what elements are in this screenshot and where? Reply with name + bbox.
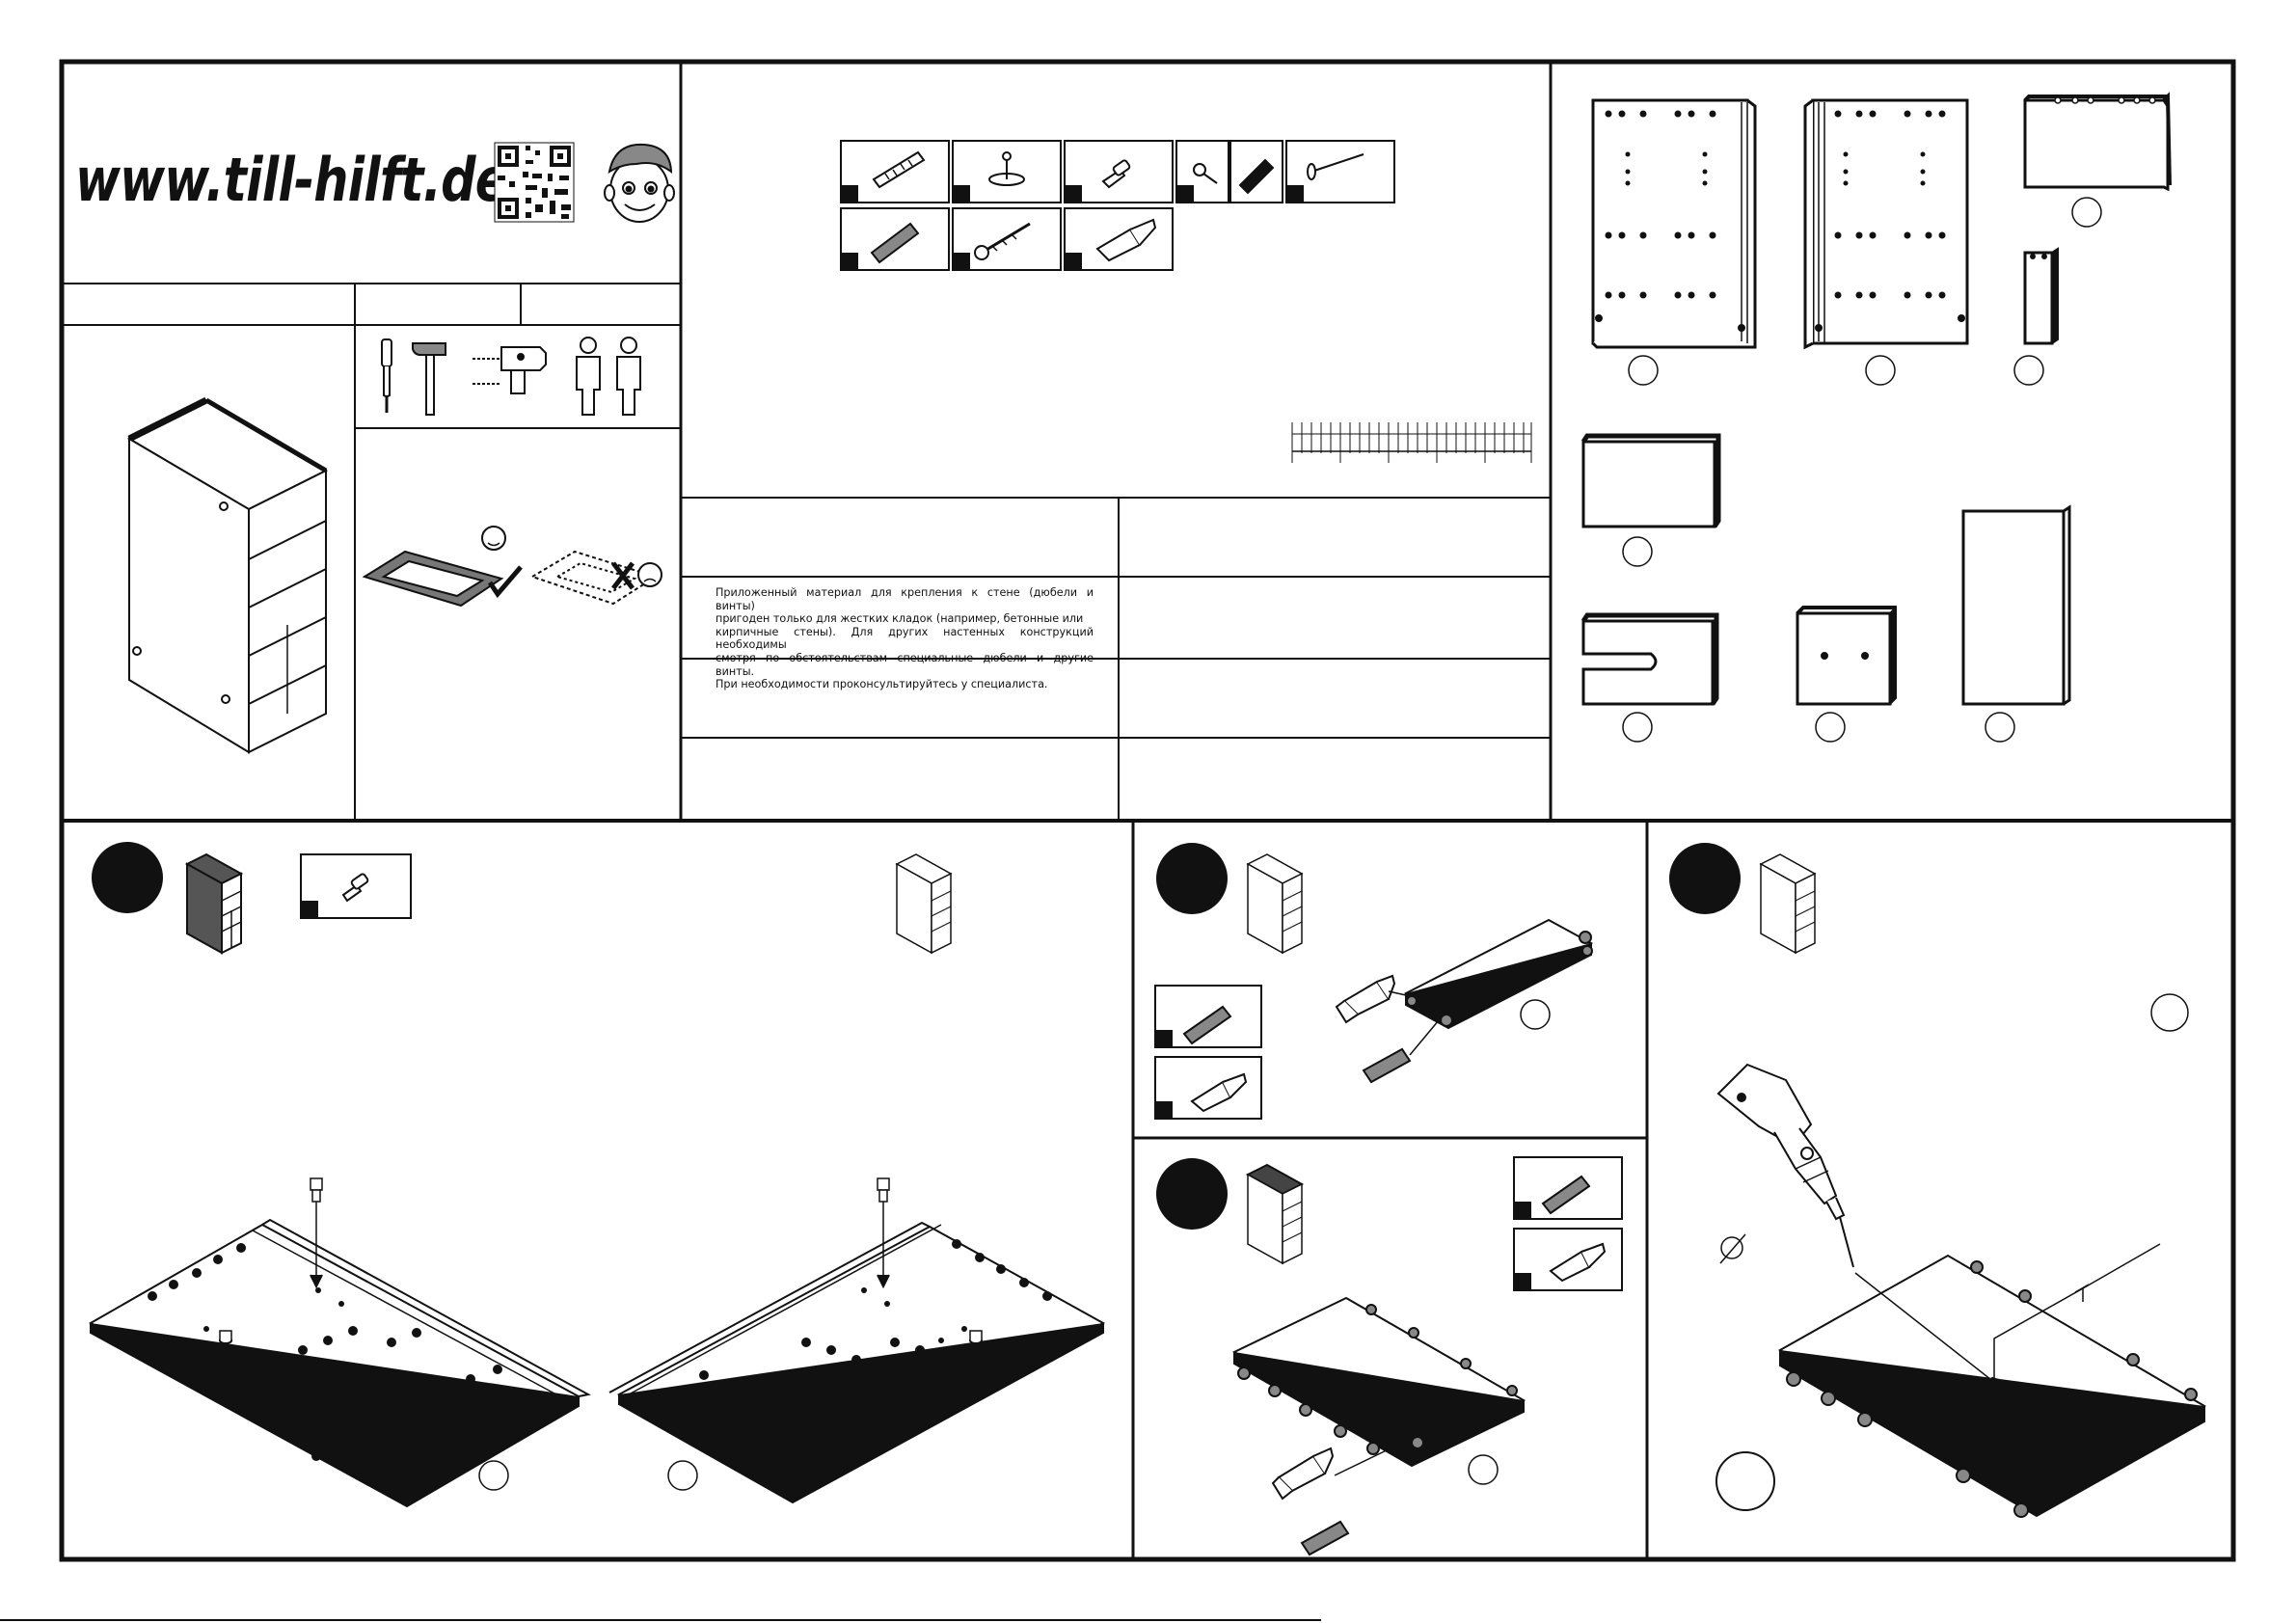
soft-mat-approved-icon [362,526,523,608]
step-marker [92,842,163,913]
cabinet-overview-illustration [126,396,329,754]
screwdriver-icon [381,338,392,413]
drill-icon [473,346,547,394]
step-marker [1156,843,1228,914]
step-3-panel [1156,1156,1623,1556]
step-4-panel [1669,843,2207,1518]
warning-line: пригоден только для жестких кладок (напр… [716,612,1084,626]
warning-line: Приложенный материал для крепления к сте… [716,586,1094,612]
step-1-panel [88,842,1106,1508]
hammer-icon [412,342,446,416]
step-marker [1669,843,1741,914]
qr-code-icon[interactable] [494,142,575,223]
two-persons-icon [576,337,641,416]
hardware-table [840,140,1395,271]
step-marker [1156,1158,1228,1230]
wall-mount-warning: Приложенный материал для крепления к сте… [716,586,1094,691]
brand-url[interactable]: www.till-hilft.de [75,145,508,215]
step-2-panel [1154,843,1594,1120]
drill-tool-illustration [1716,1063,1854,1268]
warning-line: кирпичные стены). Для других настенных к… [716,625,1094,652]
mascot-boy-icon [604,143,675,223]
ruler-scale [1291,422,1532,463]
parts-list [1580,92,2172,743]
hard-floor-rejected-icon [529,550,662,606]
warning-line: При необходимости проконсультируйтесь у … [716,678,1048,691]
frame-grid [0,59,2236,1621]
